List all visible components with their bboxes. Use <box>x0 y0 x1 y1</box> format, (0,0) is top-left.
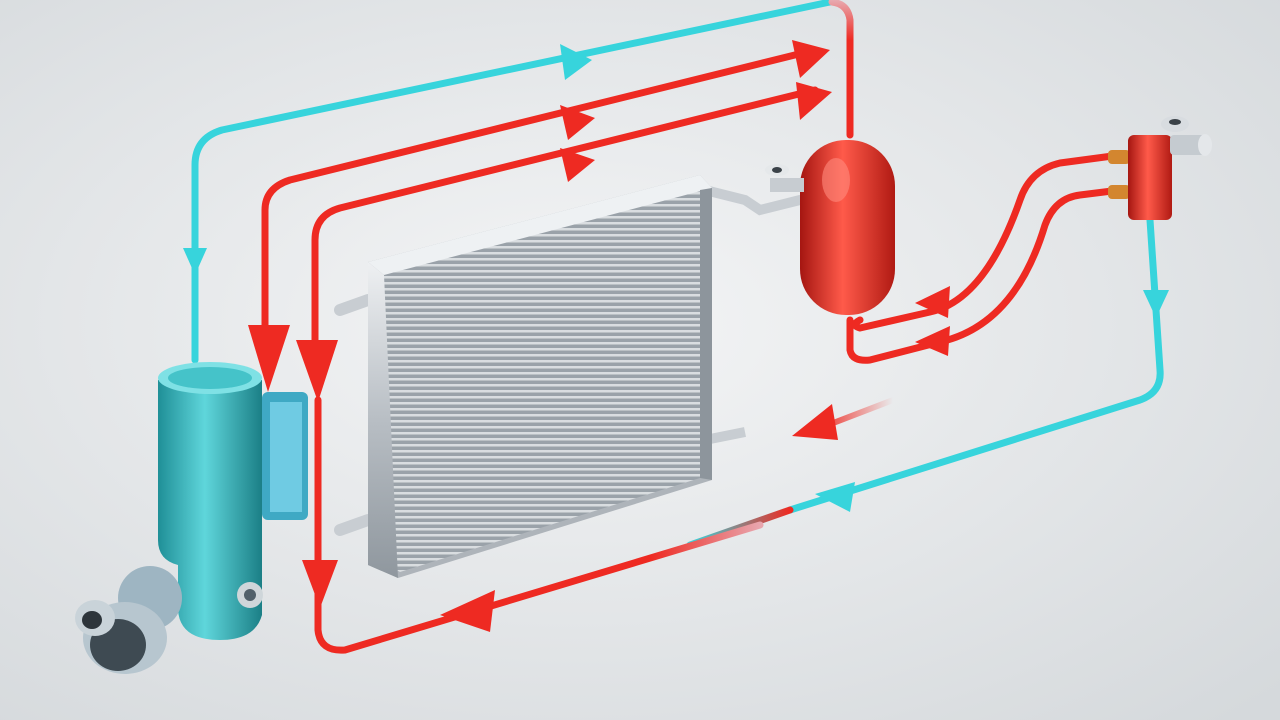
arrow-low-pressure-down <box>183 248 207 275</box>
arrow-hp-down-1 <box>248 325 290 392</box>
receiver-to-valve-lines <box>846 151 1124 364</box>
arrow-hp-2 <box>560 148 595 182</box>
expansion-valve-icon <box>1108 116 1212 220</box>
receiver-inlet-line <box>828 0 854 139</box>
arrow-bottom-left <box>440 590 495 632</box>
low-pressure-vapor-line <box>183 0 834 364</box>
condenser-icon <box>334 175 805 578</box>
arrow-valve-1 <box>915 286 950 318</box>
arrow-down-left-vertical <box>302 560 338 608</box>
arrow-hp-1 <box>560 105 595 140</box>
arrow-valve-2 <box>915 326 950 356</box>
liquid-line-bottom <box>302 396 764 654</box>
receiver-drier-icon <box>765 140 895 315</box>
arrow-return-down <box>1143 290 1169 318</box>
arrow-hp-4 <box>796 82 832 120</box>
arrow-return-left <box>815 482 855 512</box>
arrow-low-pressure-top <box>560 44 592 80</box>
arrow-hp-3 <box>792 40 830 78</box>
arrow-hp-down-2 <box>296 340 338 402</box>
airflow-arrow <box>792 397 896 440</box>
compressor-icon <box>75 362 308 674</box>
high-pressure-gas-lines <box>248 40 832 402</box>
